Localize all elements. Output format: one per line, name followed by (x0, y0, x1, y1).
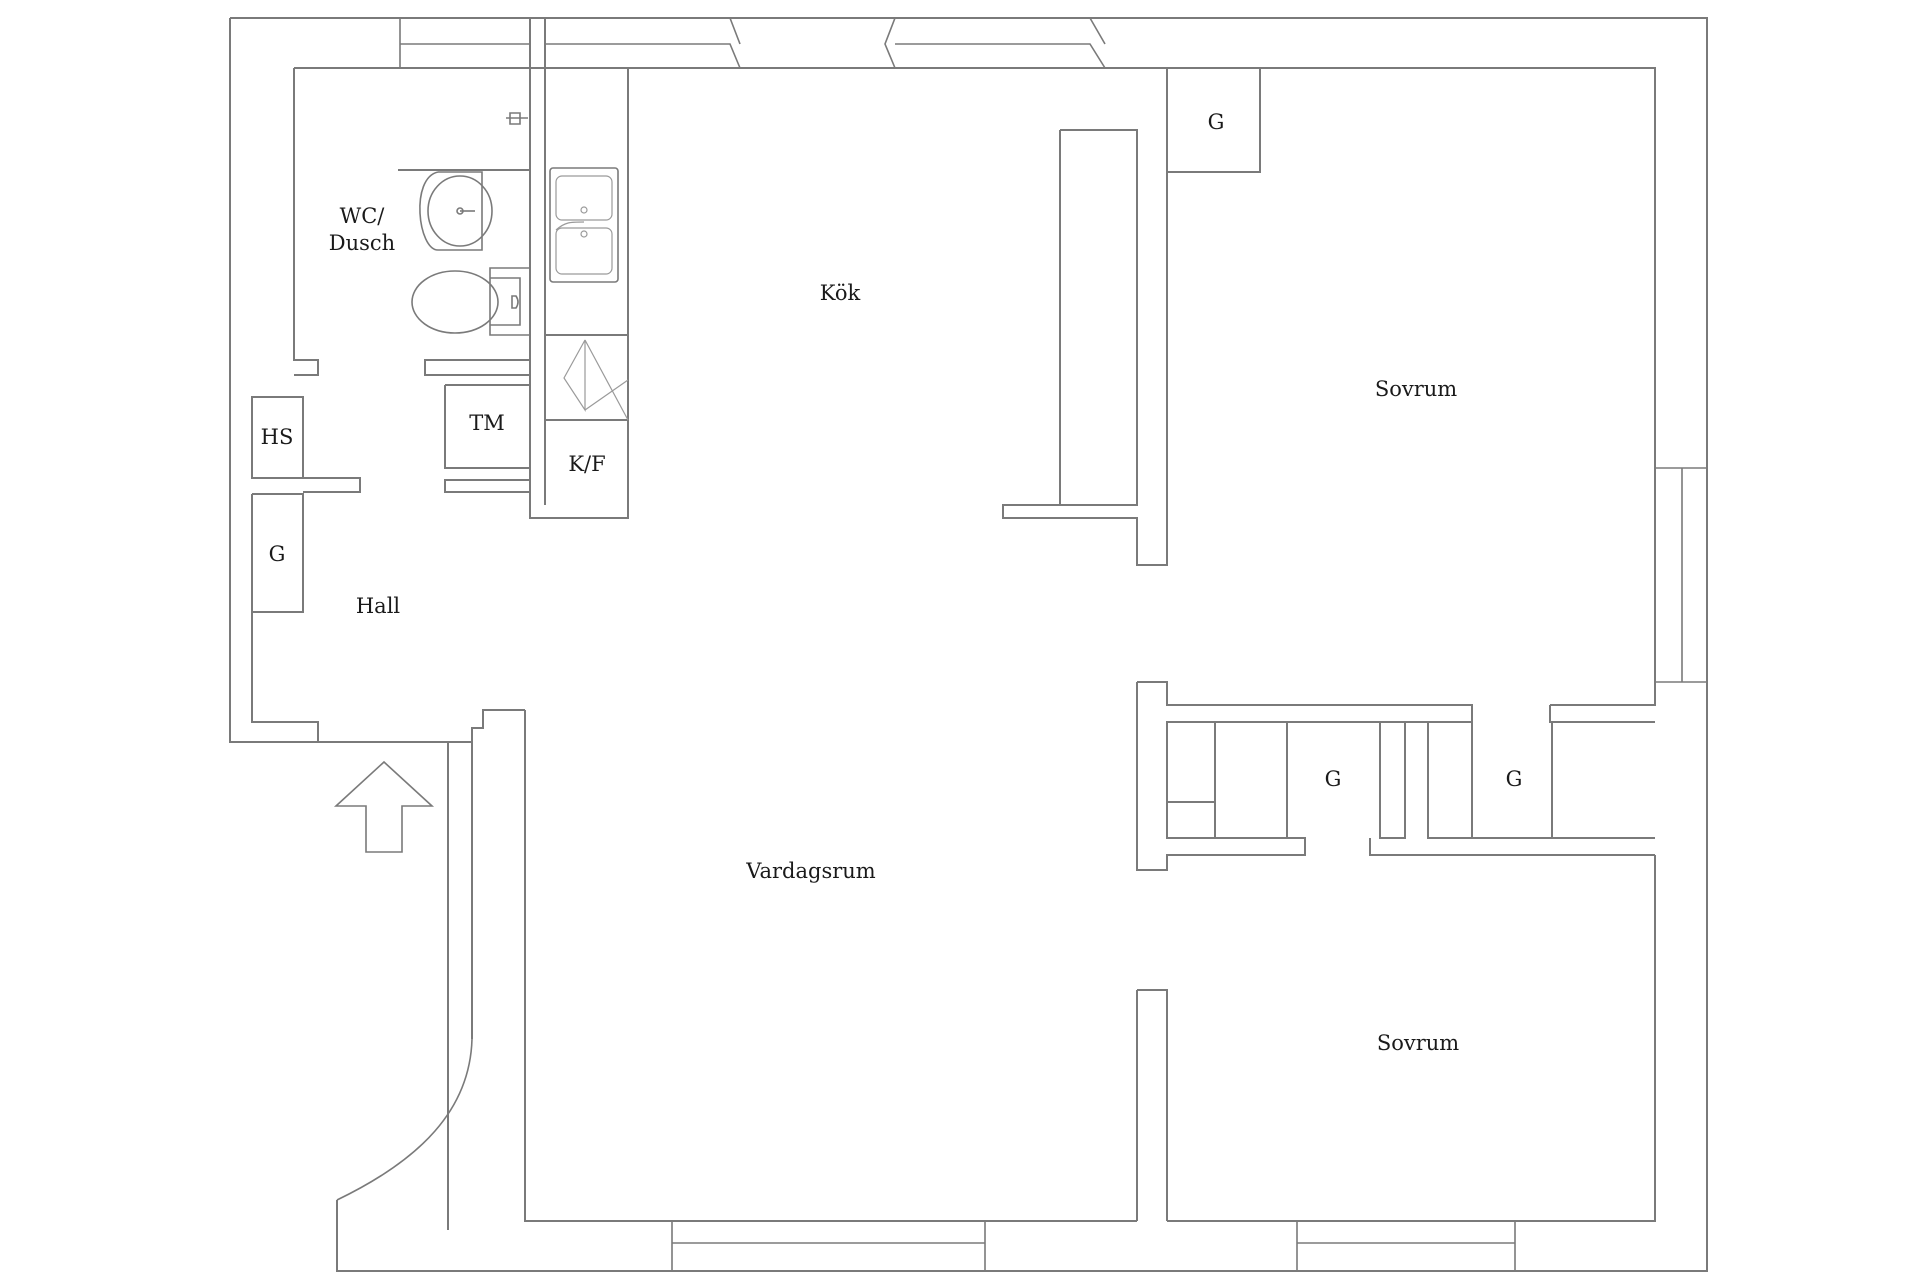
room-label-hall: Hall (356, 594, 401, 618)
double-sink-icon (549, 167, 619, 283)
washbasin-icon (419, 171, 493, 251)
fixture-label-tm: TM (469, 411, 505, 435)
toilet-icon (411, 267, 531, 336)
room-labels: WC/ Dusch Kök Sovrum Sovrum Hall Vardags… (329, 204, 1459, 1055)
fixture-label-kf: K/F (568, 452, 605, 476)
room-label-sovrum-top: Sovrum (1375, 377, 1457, 401)
shower-tap-icon (506, 112, 528, 125)
room-label-wc-line2: Dusch (329, 231, 395, 255)
fixture-label-g-hall: G (269, 542, 286, 566)
fixture-label-g-closet-left: G (1325, 767, 1342, 791)
outer-walls (229, 17, 1708, 1272)
windows (399, 17, 1707, 1271)
entrance-arrow-icon (333, 760, 435, 853)
fixture-label-hs: HS (261, 425, 294, 449)
room-label-kok: Kök (820, 281, 861, 305)
door-swing-icon (336, 741, 473, 1230)
room-label-sovrum-bottom: Sovrum (1377, 1031, 1459, 1055)
fixture-label-g-sovrum: G (1208, 110, 1225, 134)
fixture-labels: TM HS K/F G G G G (261, 110, 1523, 791)
fixture-label-g-closet-right: G (1506, 767, 1523, 791)
room-label-wc-line1: WC/ (340, 204, 386, 228)
stove-icon (544, 334, 629, 421)
room-label-vardagsrum: Vardagsrum (745, 859, 876, 883)
